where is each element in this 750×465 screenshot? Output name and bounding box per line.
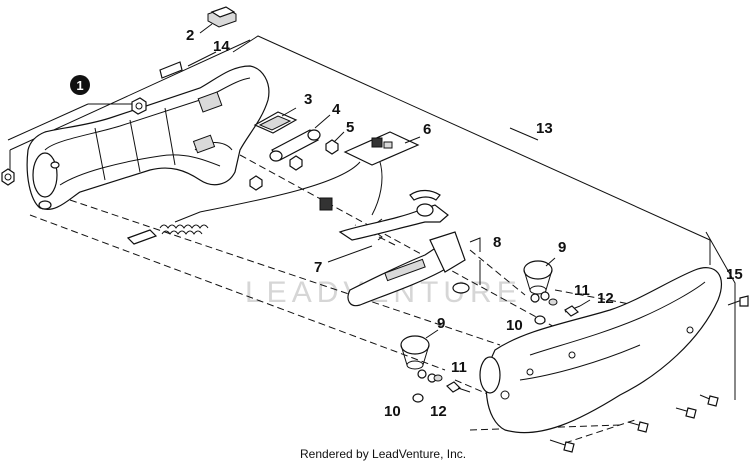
callout-6: 6 [423,121,431,138]
hardware-lower [412,374,471,403]
part-14-label [159,51,217,79]
callout-9-lower: 9 [437,315,445,332]
callout-9-upper: 9 [558,239,566,256]
part-9-clamp-lower [400,329,439,383]
trigger-lever [338,189,449,241]
callout-11-lower: 11 [451,359,467,376]
part-3-switch-frame [253,107,298,134]
callout-14: 14 [213,38,230,55]
callout-10-upper: 10 [506,317,523,334]
lower-housing [479,267,723,434]
housing-nuts [1,97,147,186]
callout-4: 4 [332,101,341,118]
callout-1: 1 [70,75,90,95]
callout-10-lower: 10 [384,403,401,420]
part-9-clamp-upper [523,257,556,303]
callout-12-lower: 12 [430,403,447,420]
callout-15: 15 [726,266,743,283]
connector-spring [126,224,209,245]
part-5-screws [249,131,345,191]
part-15-screws [549,295,749,453]
callout-7: 7 [314,259,322,276]
part-1-housing [26,65,270,210]
part-4-switch [269,114,331,162]
callout-8: 8 [493,234,501,251]
callout-3: 3 [304,91,312,108]
footer-credit: Rendered by LeadVenture, Inc. [300,447,466,461]
callout-1-label: 1 [76,78,83,93]
callout-13: 13 [536,120,553,137]
assembly-lines [29,154,636,444]
callout-12-upper: 12 [597,290,614,307]
callout-2: 2 [186,27,194,44]
part-8-grip [347,231,481,307]
callout-5: 5 [346,119,354,136]
part-6-board [174,131,421,223]
hardware-upper [534,298,591,325]
callout-11-upper: 11 [574,282,590,299]
part-2-cap [199,6,237,34]
